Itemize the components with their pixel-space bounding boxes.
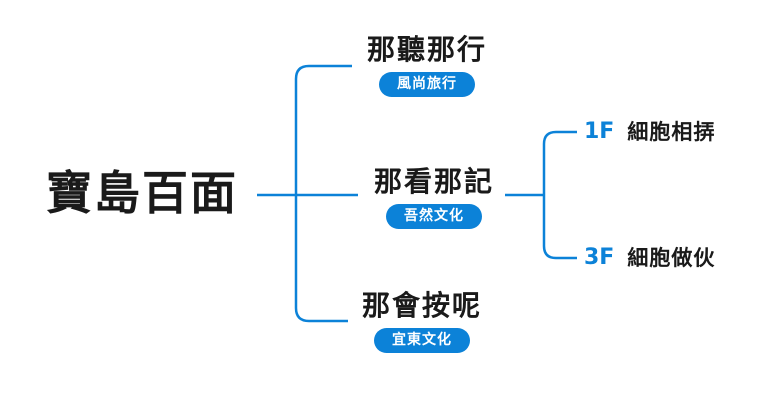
leaf-label: 細胞做伙 — [627, 245, 716, 270]
leaf-floor-tag: 3F — [584, 245, 615, 270]
leaf-node-3f: 3F 細胞做伙 — [584, 245, 715, 271]
leaf-node-1f: 1F 細胞相挵 — [584, 119, 715, 145]
root-title: 寶島百面 — [46, 166, 238, 220]
branch-badge: 風尚旅行 — [379, 71, 475, 97]
branch-title: 那聽那行 — [366, 33, 487, 66]
branch-node-listen-go: 那聽那行 風尚旅行 — [337, 33, 517, 97]
connector-level1-bracket — [294, 64, 352, 323]
branch-badge: 宜東文化 — [374, 327, 470, 353]
leaf-floor-tag: 1F — [584, 119, 615, 144]
branch-title: 那看那記 — [373, 165, 494, 198]
leaf-label: 細胞相挵 — [627, 119, 716, 144]
branch-node-how-come: 那會按呢 宜東文化 — [332, 289, 512, 353]
branch-node-watch-note: 那看那記 吾然文化 — [344, 165, 524, 229]
branch-title: 那會按呢 — [361, 289, 482, 322]
branch-badge: 吾然文化 — [386, 203, 482, 229]
connector-level2-bracket — [542, 130, 577, 260]
